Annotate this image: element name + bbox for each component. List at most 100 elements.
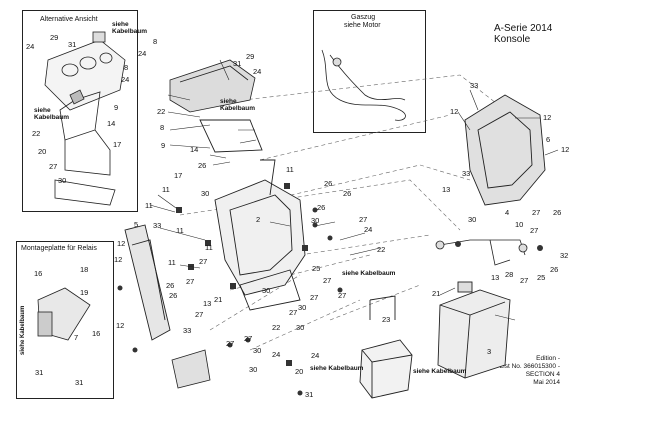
part-label: 11 [145,201,153,210]
gaszug-title: Gaszug [351,14,376,21]
right-side-panel [464,94,546,206]
inset-alt-drawing [44,31,126,206]
part-label: 13 [203,299,211,308]
part-label: 17 [174,171,182,180]
part-label: 12 [543,113,551,122]
part-label: 27 [244,334,252,343]
part-label: 27 [195,310,203,319]
part-label: 27 [359,215,367,224]
main-frame [199,119,306,311]
part-label: 3 [487,347,491,356]
kabelbaum-callout: siehe Kabelbaum [220,98,256,112]
part-label: 29 [50,33,58,42]
inset-alternative-title: Alternative Ansicht [40,16,98,23]
part-label: 5 [134,220,138,229]
part-label: 24 [26,42,34,51]
inset-gaszug [313,10,426,133]
part-label: 24 [138,49,146,58]
battery [359,295,413,399]
part-label: 14 [190,145,198,154]
kabelbaum-callout: siehe Kabelbaum [34,107,70,121]
part-label: 12 [116,321,124,330]
part-label: 33 [462,169,470,178]
part-label: 26 [198,161,206,170]
inset-relais-plate [16,241,114,399]
part-label: 9 [161,141,165,150]
part-label: 10 [515,220,523,229]
kabelbaum-callout: siehe Kabelbaum [413,368,467,375]
part-label: 11 [162,185,170,194]
part-label: 33 [183,326,191,335]
part-label: 31 [68,40,76,49]
fuel-tank [437,281,511,379]
footer-date: Mai 2014 [533,379,560,387]
part-label: 28 [505,270,513,279]
part-label: 11 [286,165,294,174]
part-label: 8 [124,63,128,72]
footer-block: Edition - Parts List No. 366015300 - SEC… [483,355,560,388]
part-label: 11 [168,258,176,267]
fasteners [117,183,543,396]
part-label: 12 [117,239,125,248]
part-label: 24 [311,351,319,360]
part-label: 14 [107,119,115,128]
series-title: A-Serie 2014 [494,23,553,34]
kabelbaum-callout: siehe Kabelbaum [112,21,148,35]
part-label: 26 [169,291,177,300]
kabelbaum-callout-vertical: siehe Kabelbaum [20,305,26,355]
part-label: 26 [550,265,558,274]
inset-alternative-view [22,10,138,212]
part-label: 26 [343,189,351,198]
part-label: 27 [520,276,528,285]
part-label: 2 [256,215,260,224]
part-label: 30 [253,346,261,355]
part-label: 30 [296,323,304,332]
part-label: 8 [153,37,157,46]
part-label: 27 [532,208,540,217]
console-cover [169,59,256,113]
part-label: 22 [157,107,165,116]
part-label: 27 [338,291,346,300]
part-label: 11 [176,226,184,235]
part-label: 8 [160,123,164,132]
part-label: 4 [505,208,509,217]
part-label: 24 [121,75,129,84]
part-label: 24 [272,350,280,359]
part-number-labels: 24 29 31 8 24 9 14 22 17 20 27 30 33 12 … [26,33,569,399]
part-label: 33 [153,221,161,230]
relais-plate [37,287,91,341]
footer-edition: Edition - [536,355,560,362]
part-label: 25 [312,264,320,273]
part-label: 21 [214,295,222,304]
part-label: 25 [537,273,545,282]
part-label: 22 [377,245,385,254]
part-label: 30 [298,303,306,312]
part-label: 29 [246,52,254,61]
part-label: 31 [75,378,83,387]
part-label: 27 [323,276,331,285]
part-label: 11 [205,243,213,252]
part-label: 31 [233,59,241,68]
part-label: 12 [450,107,458,116]
part-label: 24 [253,67,261,76]
part-label: 27 [186,277,194,286]
part-label: 26 [324,179,332,188]
part-label: 9 [114,103,118,112]
part-label: 17 [113,140,121,149]
part-label: 27 [289,308,297,317]
relais-inset-title: Montageplatte für Relais [21,245,97,252]
part-label: 26 [553,208,561,217]
part-label: 27 [530,226,538,235]
part-label: 32 [560,251,568,260]
part-label: 16 [92,329,100,338]
part-label: 27 [199,257,207,266]
part-label: 20 [295,367,303,376]
part-label: 6 [546,135,550,144]
part-label: 30 [468,215,476,224]
part-label: 18 [80,265,88,274]
leader-lines [149,59,559,321]
left-side-panel [124,224,171,341]
part-label: 7 [74,333,78,342]
part-label: 27 [310,293,318,302]
part-label: 27 [49,162,57,171]
